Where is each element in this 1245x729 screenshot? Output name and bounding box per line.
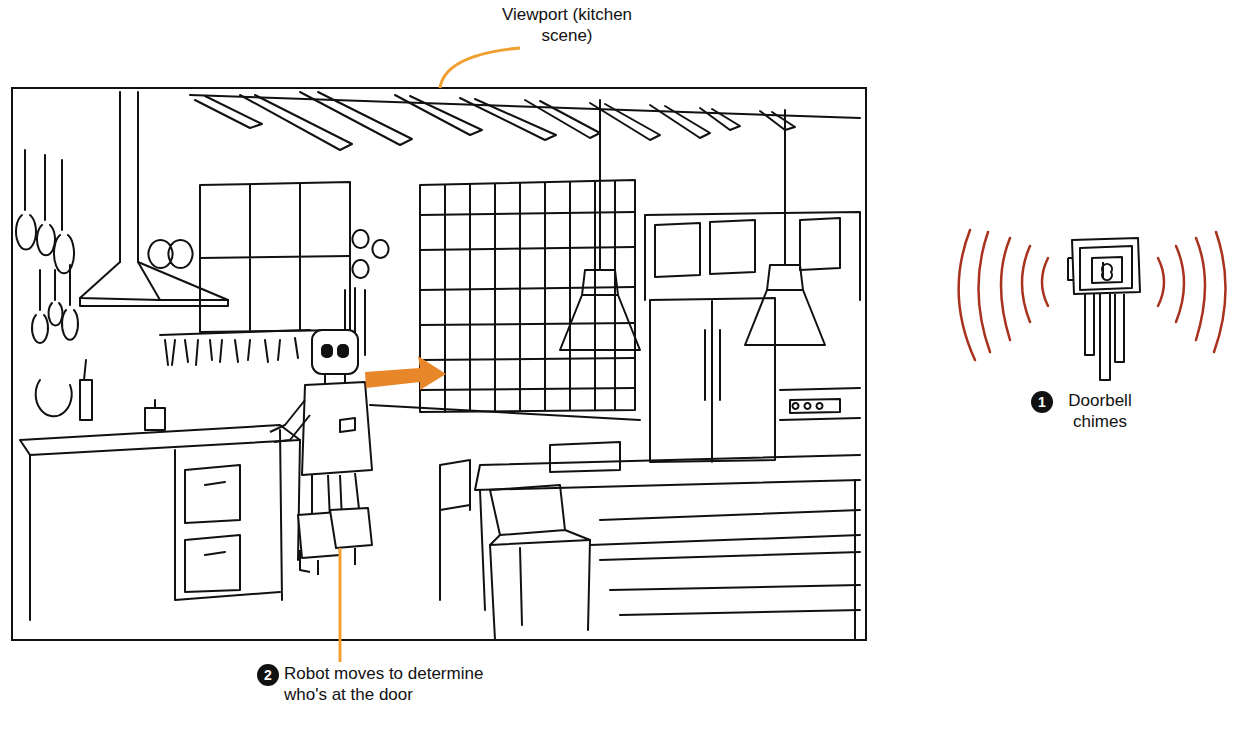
callout-text: 2: [264, 667, 272, 683]
leader-line: [339, 548, 342, 662]
motion-arrow: [365, 356, 446, 390]
robot-sketch: [270, 330, 372, 575]
doorbell-symbol: [1068, 238, 1140, 380]
kitchen-sketch: [16, 92, 860, 640]
viewport-label: Viewport (kitchen scene): [497, 4, 637, 46]
callout-number: 2: [257, 664, 279, 686]
chime-waves: [959, 230, 1226, 360]
viewport-frame: [12, 88, 866, 640]
leader-line: [440, 48, 520, 88]
callout-text: 1: [1038, 394, 1046, 410]
callout-number: 1: [1031, 391, 1053, 413]
step-description: Doorbell chimes: [1055, 390, 1145, 432]
step-description: Robot moves to determine who's at the do…: [284, 663, 499, 705]
